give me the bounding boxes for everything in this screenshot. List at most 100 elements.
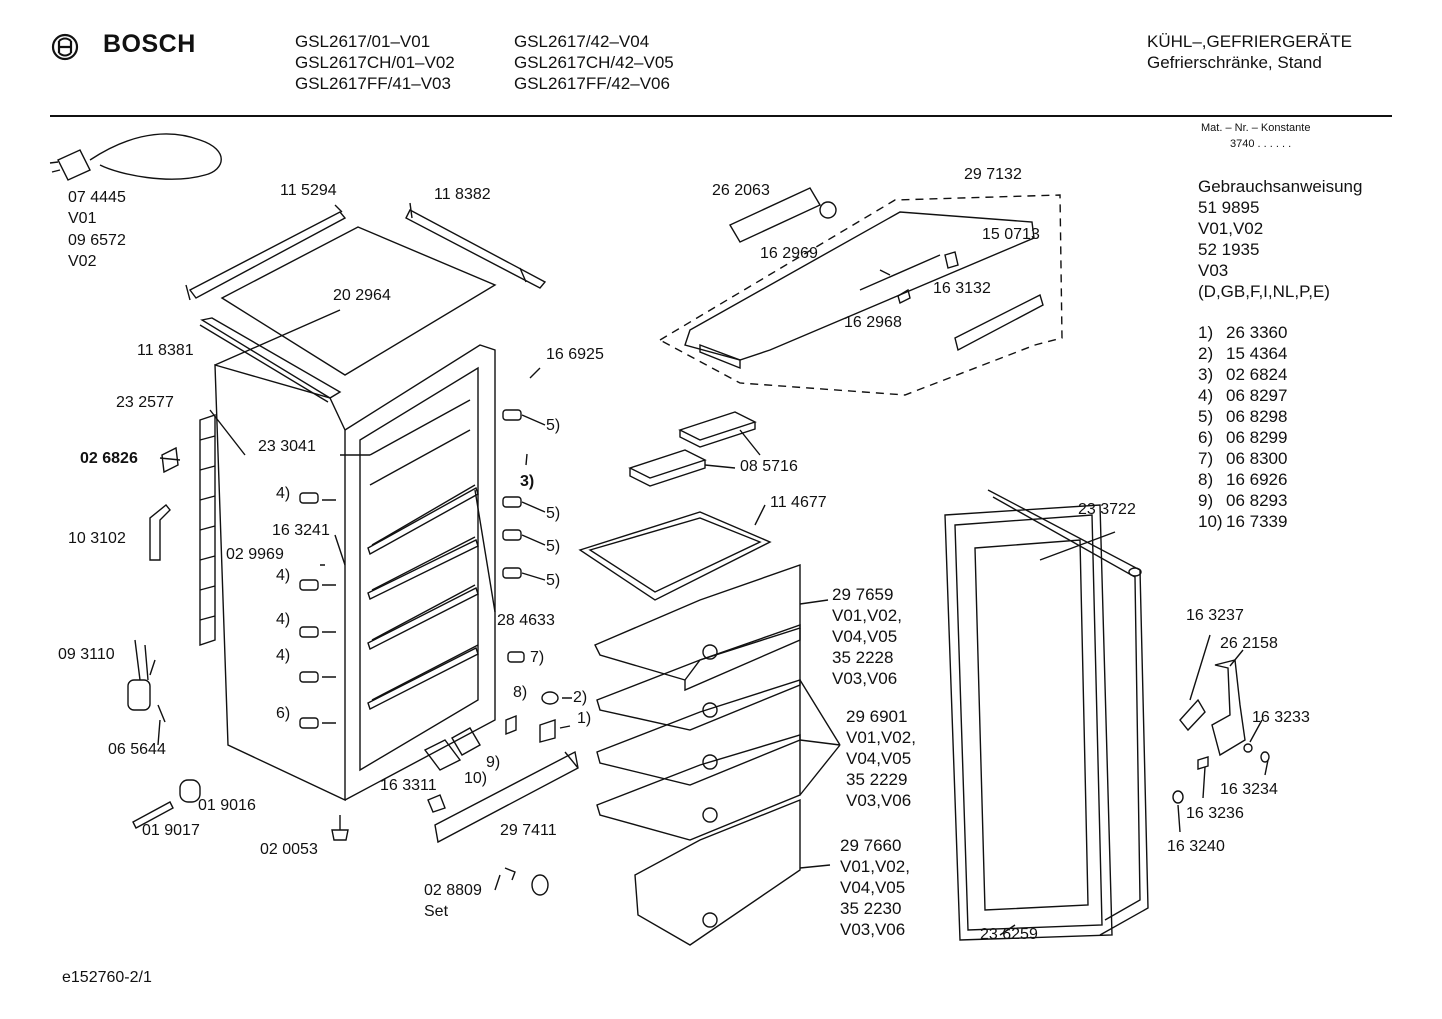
panel-dashed-outline	[658, 194, 1063, 396]
part-label: 11 5294	[280, 182, 337, 199]
leader-lines-left	[149, 367, 546, 746]
model-item: GSL2617/42–V04	[514, 32, 650, 51]
part-label: 06 5644	[108, 741, 166, 758]
part-label: 02 9969	[226, 546, 284, 563]
callout-label: 4)	[276, 567, 291, 584]
freezer-drawers	[594, 564, 801, 946]
indicator-strip	[954, 293, 1044, 352]
part-label: 16 2968	[844, 314, 902, 331]
part-label: 11 4677	[770, 494, 827, 511]
small-switch	[897, 288, 911, 305]
callout-label: 10)	[464, 770, 488, 787]
part-label: 11 8382	[434, 186, 491, 203]
part-label: 01 9016	[198, 797, 256, 814]
legend-row: 9)06 8293	[1198, 491, 1288, 510]
part-label: 26 2063	[712, 182, 770, 199]
roller-parts	[132, 779, 201, 829]
part-label: 16 3311	[380, 777, 437, 794]
brand-name: BOSCH	[103, 30, 196, 58]
callout-label: 4)	[276, 485, 291, 502]
part-label: 29 7411	[500, 822, 557, 839]
callout-label: 6)	[276, 705, 291, 722]
part-label: 16 3132	[933, 280, 991, 297]
drain-pipe	[149, 504, 171, 561]
control-knob	[819, 201, 837, 219]
model-list-left: GSL2617/01–V01 GSL2617CH/01–V02 GSL2617F…	[295, 31, 455, 94]
thermostat-sensor	[127, 639, 166, 723]
part-label: 23 3041	[258, 438, 316, 455]
power-cord	[49, 133, 222, 181]
legend-row: 3)02 6824	[1198, 365, 1288, 384]
mat-nr-label: Mat. – Nr. – Konstante	[1201, 122, 1311, 134]
model-item: GSL2617CH/42–V05	[514, 53, 674, 72]
drawer-group-3: 29 7660 V01,V02, V04,V05 35 2230 V03,V06	[840, 836, 910, 939]
part-label: 16 3237	[1186, 607, 1244, 624]
legend-list: 1)26 3360 2)15 4364 3)02 6824 4)06 8297 …	[1198, 322, 1287, 532]
part-label: 08 5716	[740, 458, 798, 475]
callout-label: 4)	[276, 611, 291, 628]
part-label: 16 3241	[272, 522, 330, 539]
part-label: 09 3110	[58, 646, 115, 663]
kick-plate	[434, 750, 579, 844]
part-label: 11 8381	[137, 342, 194, 359]
front-strip	[199, 317, 342, 403]
part-label: 09 6572	[68, 232, 126, 249]
condenser-grid	[199, 414, 216, 646]
screw-and-cap	[494, 867, 549, 896]
callout-label: 3)	[520, 473, 535, 490]
variant-label: V01	[68, 210, 97, 227]
callout-label: 5)	[546, 572, 561, 589]
part-label: 10 3102	[68, 530, 126, 547]
model-item: GSL2617/01–V01	[295, 32, 431, 51]
part-label: 29 7132	[964, 166, 1022, 183]
clip-part	[161, 446, 179, 474]
part-label: 16 3234	[1220, 781, 1278, 798]
legend-row: 2)15 4364	[1198, 344, 1288, 363]
callout-label: 8)	[513, 684, 528, 701]
part-label: 16 2969	[760, 245, 818, 262]
part-label: 23 3722	[1078, 501, 1136, 518]
callout-label: 2)	[573, 689, 588, 706]
part-label: 02 6826	[80, 450, 138, 467]
hinge-parts	[1172, 634, 1270, 833]
part-label: 16 3240	[1167, 838, 1225, 855]
cold-accumulators	[628, 411, 761, 487]
legend-row: 8)16 6926	[1198, 470, 1288, 489]
right-side-small-parts	[505, 691, 572, 743]
glass-shelf	[578, 504, 772, 601]
light-bulb-holder	[944, 251, 959, 269]
part-label: 23 2577	[116, 394, 174, 411]
header-divider	[50, 115, 1392, 117]
part-label: 02 0053	[260, 841, 318, 858]
manual-info: Gebrauchsanweisung 51 9895 V01,V02 52 19…	[1198, 177, 1363, 301]
part-label: 20 2964	[333, 287, 391, 304]
callout-label: 1)	[577, 710, 592, 727]
callout-label: 7)	[530, 649, 545, 666]
part-label: 16 3233	[1252, 709, 1310, 726]
diagram-code: e152760-2/1	[62, 969, 152, 986]
legend-row: 1)26 3360	[1198, 323, 1288, 342]
door-stops	[299, 409, 525, 729]
drain-cover	[423, 727, 481, 771]
part-label: 16 6925	[546, 346, 604, 363]
manual-title: Gebrauchsanweisung	[1198, 177, 1363, 196]
electronic-board	[729, 187, 821, 243]
mat-nr-value: 3740 . . . . . .	[1230, 138, 1292, 150]
cabinet-body	[214, 309, 496, 802]
part-label: 16 3236	[1186, 805, 1244, 822]
model-list-right: GSL2617/42–V04 GSL2617CH/42–V05 GSL2617F…	[514, 31, 674, 94]
door-assembly	[944, 489, 1149, 941]
callout-label: 4)	[276, 647, 291, 664]
bosch-armature-icon	[51, 33, 79, 61]
adjustable-foot	[331, 815, 349, 841]
callout-label: 5)	[546, 505, 561, 522]
part-label: 15 0713	[982, 226, 1040, 243]
callout-label: 9)	[486, 754, 501, 771]
part-label: 26 2158	[1220, 635, 1278, 652]
callout-label: 5)	[546, 417, 561, 434]
part-label: 23 6259	[980, 926, 1038, 943]
model-item: GSL2617FF/42–V06	[514, 74, 670, 93]
part-label: 28 4633	[497, 612, 555, 629]
legend-row: 7)06 8300	[1198, 449, 1288, 468]
